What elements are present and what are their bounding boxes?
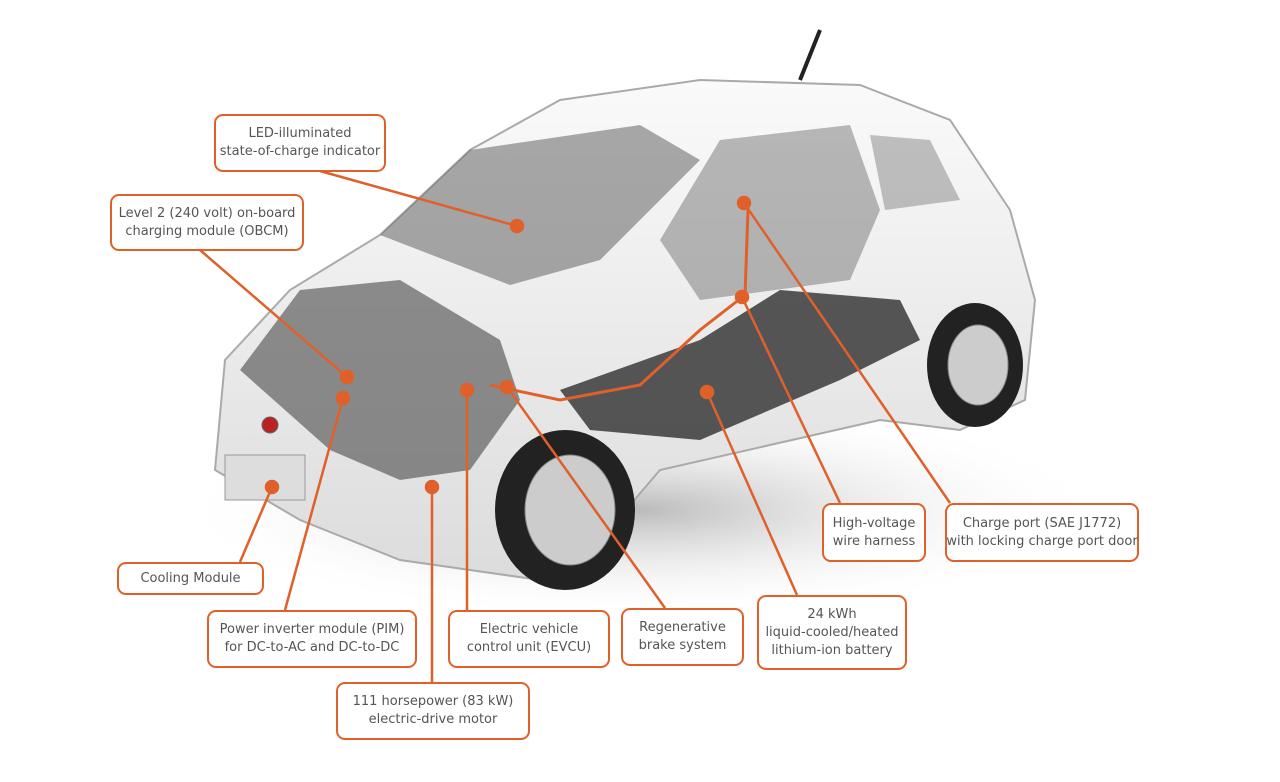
- side-window: [660, 125, 880, 300]
- callout-text: 24 kWh: [807, 606, 857, 622]
- callout-regen-brake: Regenerative brake system: [621, 608, 744, 666]
- callout-text: Cooling Module: [140, 570, 241, 586]
- callout-text: 111 horsepower (83 kW): [352, 694, 514, 709]
- marker-dot: [736, 195, 752, 211]
- leader-line-led: [319, 169, 518, 228]
- callout-text: liquid-cooled/heated: [765, 624, 899, 640]
- callout-text: with locking charge port door: [946, 533, 1138, 549]
- callout-text: control unit (EVCU): [466, 640, 592, 655]
- marker-dot: [459, 382, 475, 398]
- callout-pim: Power inverter module (PIM) for DC-to-AC…: [207, 610, 417, 668]
- callout-text: charging module (OBCM): [125, 223, 289, 239]
- marker-dot: [335, 390, 351, 406]
- callout-hv-harness: High-voltage wire harness: [822, 503, 926, 562]
- marker-dot: [509, 218, 525, 234]
- callout-text: Level 2 (240 volt) on-board: [118, 205, 296, 221]
- callout-obcm: Level 2 (240 volt) on-board charging mod…: [110, 194, 304, 251]
- leader-line-pim: [283, 397, 345, 611]
- marker-dot: [499, 379, 515, 395]
- front-wheel: [495, 430, 635, 590]
- leader-line-cooling: [238, 486, 274, 563]
- marker-dot: [339, 369, 355, 385]
- front-grille: [224, 416, 306, 501]
- leader-line-obcm: [199, 249, 348, 378]
- callout-battery: 24 kWh liquid-cooled/heated lithium-ion …: [757, 595, 907, 670]
- callout-motor: 111 horsepower (83 kW) electric-drive mo…: [336, 682, 530, 740]
- callout-text: Charge port (SAE J1772): [962, 515, 1122, 531]
- callout-charge-port: Charge port (SAE J1772) with locking cha…: [945, 503, 1139, 562]
- rear-wheel: [927, 303, 1023, 427]
- marker-dot: [699, 384, 715, 400]
- windshield: [380, 125, 700, 285]
- callout-text: High-voltage: [832, 515, 916, 531]
- antenna: [798, 29, 822, 81]
- rear-window: [870, 135, 960, 210]
- callout-text: electric-drive motor: [368, 712, 498, 727]
- callout-cooling-module: Cooling Module: [117, 562, 264, 595]
- callout-text: brake system: [638, 638, 727, 653]
- callout-text: for DC-to-AC and DC-to-DC: [224, 640, 400, 655]
- engine-bay: [240, 280, 520, 480]
- callout-evcu: Electric vehicle control unit (EVCU): [448, 610, 610, 668]
- leader-line-battery: [705, 391, 799, 596]
- marker-dot: [264, 479, 280, 495]
- callout-led-indicator: LED-illuminated state-of-charge indicato…: [214, 114, 386, 172]
- marker-dot: [424, 479, 440, 495]
- leader-line-hv: [740, 296, 842, 504]
- callout-text: LED-illuminated: [248, 126, 352, 141]
- callout-text: Electric vehicle: [479, 622, 579, 637]
- hv-wire: [489, 209, 750, 402]
- callout-text: state-of-charge indicator: [219, 144, 381, 159]
- marker-dot: [734, 289, 750, 305]
- leader-line-regen: [505, 386, 667, 609]
- callout-text: lithium-ion battery: [771, 642, 893, 658]
- callout-text: Power inverter module (PIM): [219, 622, 405, 637]
- leader-line-charge: [742, 202, 952, 504]
- callout-text: wire harness: [832, 533, 916, 549]
- callout-text: Regenerative: [639, 620, 726, 635]
